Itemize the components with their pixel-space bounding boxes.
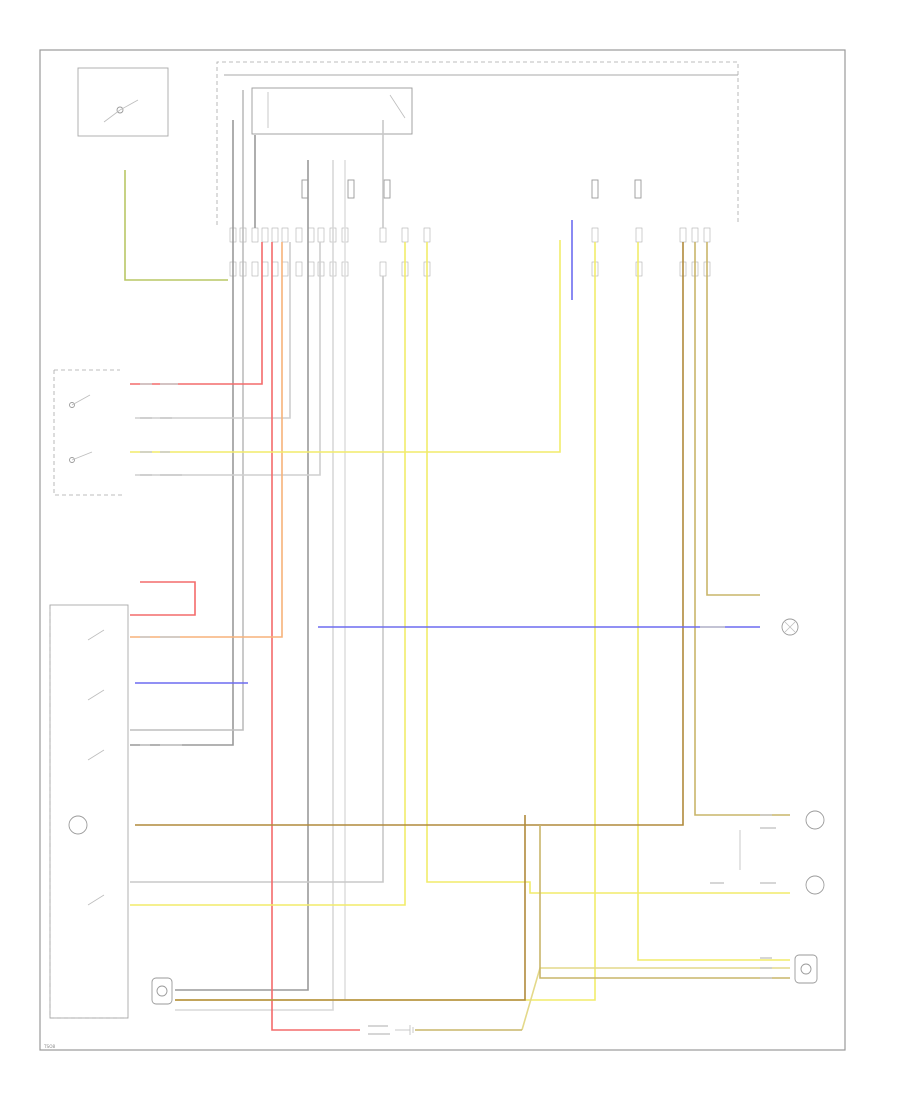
fuse-box-outline [216,61,739,225]
corner-label: TSO8 [43,1044,56,1049]
blue-wires [135,220,760,684]
right-lamp-upper [739,810,825,870]
relay-symbol [251,87,413,135]
dimmer-switch [53,369,125,496]
right-lamp-lower [805,875,825,895]
right-headlight [794,954,818,984]
red-wires [130,242,360,1031]
fuse-icons [301,179,642,199]
left-headlight [151,977,173,1005]
connector-row-upper [229,227,711,243]
brown-wires [135,242,790,1001]
ignition-switch [77,67,169,137]
indicator-bulb [781,618,799,636]
diagram-frame [39,49,846,1051]
headlight-switch [49,604,129,1019]
ignition-wire [124,170,228,281]
yellow-wires [130,240,790,1031]
ground-icon [395,1025,414,1035]
wire-label-marks [140,383,776,1035]
